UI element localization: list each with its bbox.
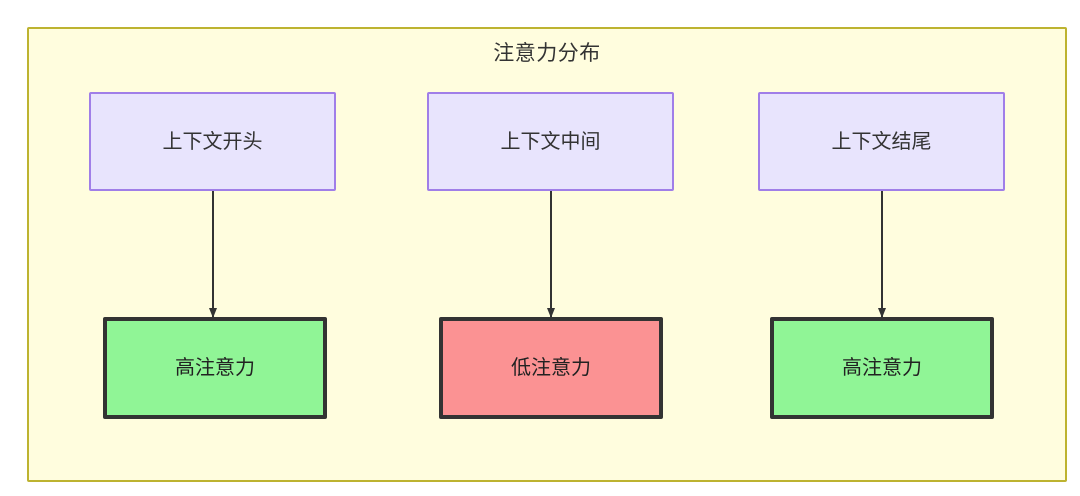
node-context-end[interactable]: 上下文结尾	[758, 92, 1005, 191]
node-low-attention-middle[interactable]: 低注意力	[439, 317, 663, 419]
node-high-attention-start[interactable]: 高注意力	[103, 317, 327, 419]
node-context-start[interactable]: 上下文开头	[89, 92, 336, 191]
diagram-title: 注意力分布	[493, 42, 601, 65]
node-context-middle[interactable]: 上下文中间	[427, 92, 674, 191]
node-high-attention-end[interactable]: 高注意力	[770, 317, 994, 419]
